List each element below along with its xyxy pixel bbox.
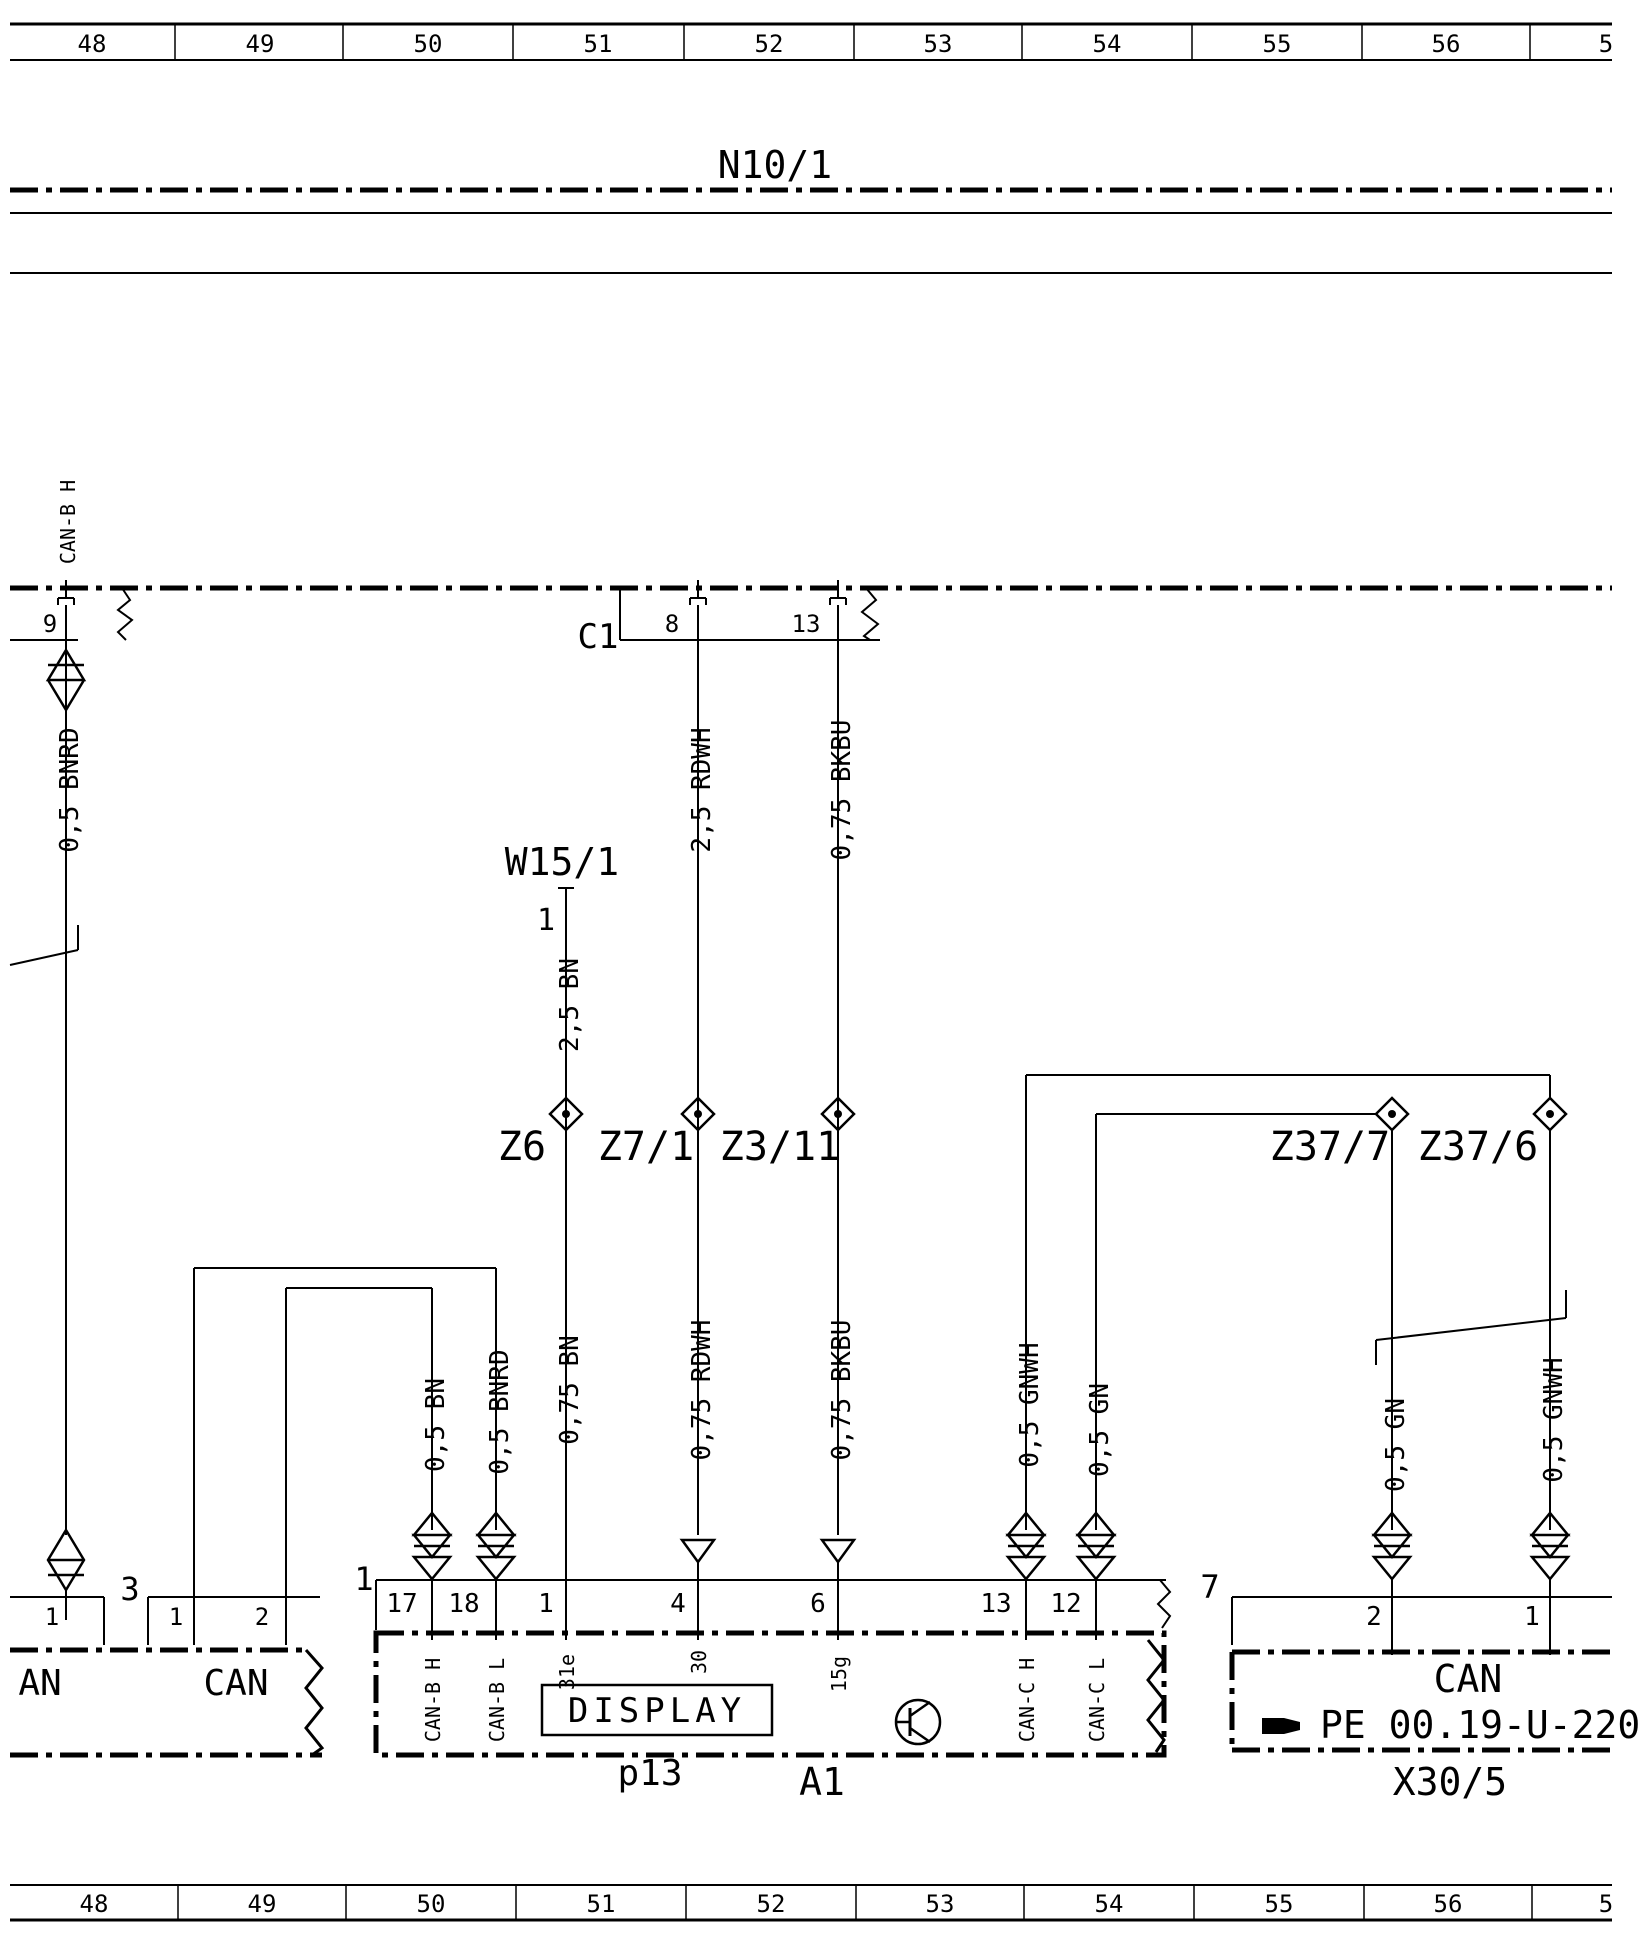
wire-0-5-gnwh-x30: 0,5 GNWH [1539, 1357, 1569, 1482]
a1-module: 1 17 18 1 4 6 13 12 CAN-B H CAN-B L 31e … [354, 1560, 1172, 1804]
transistor-icon [894, 1698, 942, 1746]
signal-can-c-h: CAN-C H [1015, 1658, 1039, 1742]
grid-col-top: 51 [584, 30, 613, 58]
splice-z6: Z6 [498, 1124, 546, 1170]
pin-n10-8: 8 [665, 610, 679, 638]
grid-col-bottom: 5 [1599, 1890, 1613, 1918]
grid-col-bottom: 54 [1095, 1890, 1124, 1918]
x30-5-can: CAN [1434, 1657, 1503, 1701]
grid-col-top: 5 [1599, 30, 1613, 58]
w15-1-label: W15/1 [505, 840, 619, 884]
left-can-b-wire: CAN-B H 9 0,5 BNRD 1 [9, 480, 134, 1645]
wire-0-5-bnrd: 0,5 BNRD [485, 1349, 515, 1474]
wire-0-75-bn: 0,75 BN [555, 1335, 585, 1445]
grid-col-top: 55 [1263, 30, 1292, 58]
pin-a1-4: 4 [670, 1589, 686, 1619]
left-can-b: CAN [203, 1663, 268, 1704]
pin-n10-9: 9 [43, 610, 57, 638]
n10-1-label: N10/1 [718, 143, 832, 187]
top-grid: 48 49 50 51 52 53 54 55 56 5 [10, 22, 1613, 61]
signal-can-c-l: CAN-C L [1085, 1658, 1109, 1742]
n10-1-header: N10/1 [10, 143, 1612, 274]
x30-5-label: X30/5 [1393, 1760, 1507, 1804]
wire-0-75-bkbu: 0,75 BKBU [827, 1320, 857, 1461]
signal-can-b-h-top: CAN-B H [56, 480, 80, 564]
grid-col-bottom: 48 [80, 1890, 109, 1918]
can-c-wires: 0,5 GNWH 0,5 GN 0,5 GN 0,5 GNWH [1015, 1074, 1569, 1530]
p13-label: p13 [617, 1753, 682, 1794]
x30-5-module: 7 2 1 CAN PE 00.19-U-220 X30/5 [1200, 1568, 1640, 1804]
grid-col-top: 50 [414, 30, 443, 58]
grid-col-top: 54 [1093, 30, 1122, 58]
wire-0-5-gn-x30: 0,5 GN [1381, 1398, 1411, 1492]
a1-label: A1 [799, 1760, 845, 1804]
wire-bkbu: 0,75 BKBU 0,75 BKBU [819, 605, 857, 1620]
grid-col-bottom: 51 [587, 1890, 616, 1918]
splice-z7-1: Z7/1 [598, 1124, 694, 1170]
splice-z3-11: Z3/11 [720, 1124, 840, 1170]
pin-a1-12: 12 [1050, 1589, 1081, 1619]
wire-0-75-rdwh: 0,75 RDWH [687, 1320, 717, 1461]
pin-left-1b: 1 [169, 1603, 183, 1631]
pointing-hand-icon [1262, 1718, 1300, 1734]
grid-col-top: 56 [1432, 30, 1461, 58]
w15-1-pin: 1 [537, 903, 555, 938]
wire-0-5-bn: 0,5 BN [421, 1378, 451, 1472]
pin-a1-18: 18 [448, 1589, 479, 1619]
a1-pin: 1 [354, 1560, 373, 1598]
wire-w15-1: W15/1 1 2,5 BN 0,75 BN [505, 840, 619, 1620]
grid-col-top: 52 [755, 30, 784, 58]
wire-0-5-bnrd-top: 0,5 BNRD [55, 727, 85, 852]
grid-col-top: 49 [246, 30, 275, 58]
splices: Z6 Z7/1 Z3/11 Z37/7 Z37/6 [498, 1096, 1568, 1170]
pin-x30-2: 2 [1366, 1602, 1382, 1632]
left-connector: 3 AN CAN 1 2 [10, 1267, 497, 1758]
x30-5-pin: 7 [1200, 1568, 1219, 1606]
splice-z37-6: Z37/6 [1418, 1124, 1538, 1170]
display-label: DISPLAY [568, 1691, 746, 1731]
c1-label: C1 [578, 617, 619, 657]
signal-can-b-l: CAN-B L [485, 1658, 509, 1742]
pin-n10-13: 13 [792, 610, 821, 638]
wire-2-5-rdwh-top: 2,5 RDWH [687, 727, 717, 852]
pin-left-2: 2 [255, 1603, 269, 1631]
signal-can-b-h: CAN-B H [421, 1658, 445, 1742]
wire-0-75-bkbu-top: 0,75 BKBU [827, 720, 857, 861]
left-can-a: AN [18, 1663, 61, 1704]
wire-2-5-bn-w15: 2,5 BN [555, 958, 585, 1052]
pin-a1-13: 13 [980, 1589, 1011, 1619]
signal-30: 30 [687, 1650, 711, 1674]
pin-x30-1: 1 [1524, 1602, 1540, 1632]
grid-col-bottom: 55 [1265, 1890, 1294, 1918]
pin-a1-1: 1 [538, 1589, 554, 1619]
pin-a1-6: 6 [810, 1589, 826, 1619]
a1-wire-connectors: 0,5 BN 0,5 BNRD [411, 1349, 1571, 1620]
c1-connector: C1 8 13 [578, 580, 880, 657]
signal-15g: 15g [827, 1656, 851, 1692]
grid-col-bottom: 52 [757, 1890, 786, 1918]
wire-rdwh: 2,5 RDWH 0,75 RDWH [679, 605, 717, 1620]
grid-col-bottom: 49 [248, 1890, 277, 1918]
wire-0-5-gnwh: 0,5 GNWH [1015, 1342, 1045, 1467]
grid-col-top: 48 [78, 30, 107, 58]
left-connector-pin: 3 [120, 1570, 139, 1608]
grid-col-bottom: 56 [1434, 1890, 1463, 1918]
wire-0-5-gn: 0,5 GN [1085, 1383, 1115, 1477]
bottom-grid: 48 49 50 51 52 53 54 55 56 5 [10, 1884, 1613, 1922]
x30-5-reference: PE 00.19-U-220 [1320, 1703, 1640, 1747]
splice-z37-7: Z37/7 [1270, 1124, 1390, 1170]
grid-col-bottom: 50 [417, 1890, 446, 1918]
grid-col-bottom: 53 [926, 1890, 955, 1918]
pin-left-1a: 1 [45, 1603, 59, 1631]
pin-a1-17: 17 [386, 1589, 417, 1619]
grid-col-top: 53 [924, 30, 953, 58]
